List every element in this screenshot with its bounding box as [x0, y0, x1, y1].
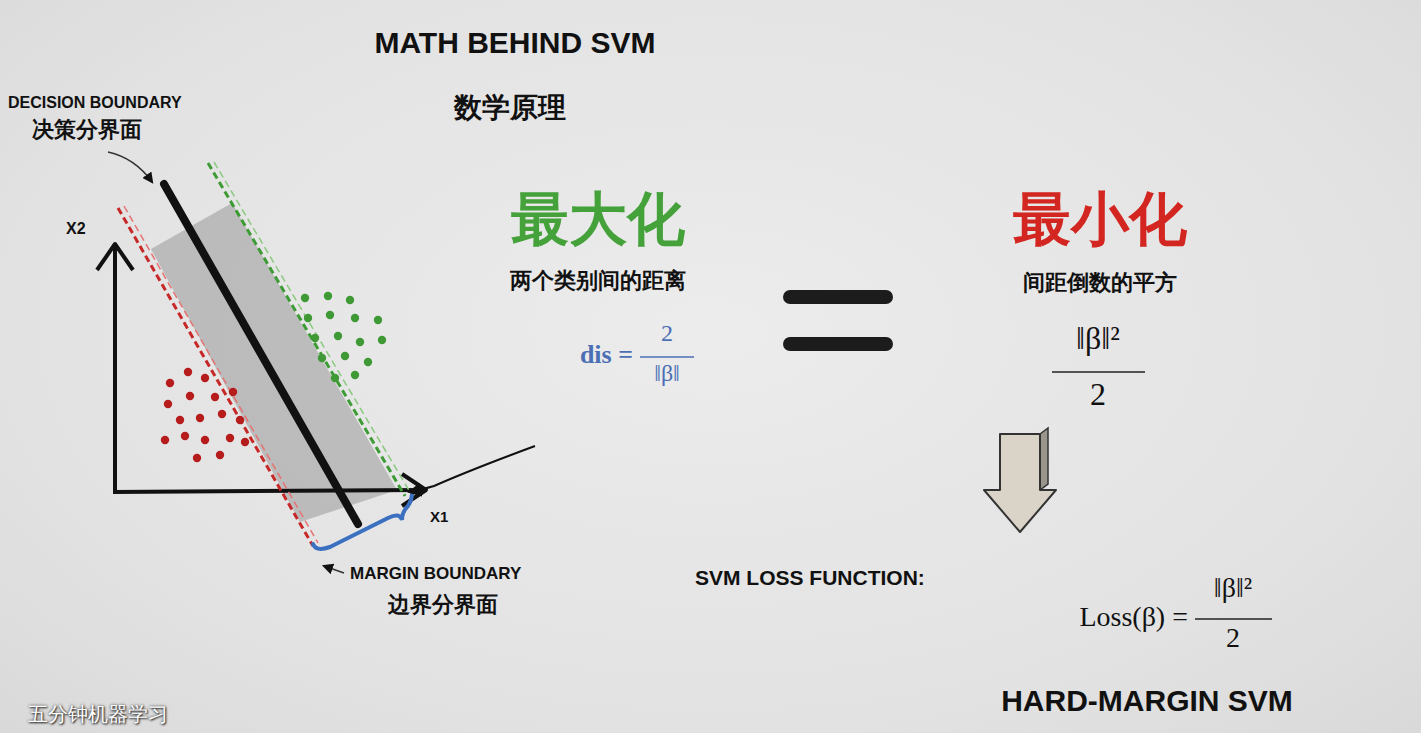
class-point-red [229, 388, 237, 396]
x2-axis [113, 246, 117, 492]
equals-sign [783, 337, 893, 351]
watermark: 五分钟机器学习 [28, 703, 168, 726]
margin-band [151, 203, 397, 522]
keyword-caption: 间距倒数的平方 [1023, 270, 1177, 295]
leader-line [108, 152, 152, 182]
class-point-green [346, 296, 354, 304]
class-point-red [196, 414, 204, 422]
class-point-red [184, 368, 192, 376]
keyword-caption: 两个类别间的距离 [510, 268, 686, 293]
class-point-green [304, 314, 312, 322]
class-point-green [326, 311, 334, 319]
class-point-red [176, 416, 184, 424]
class-point-green [311, 334, 319, 342]
down-arrow-side [1040, 428, 1048, 490]
section-label: HARD-MARGIN SVM [1001, 684, 1293, 719]
slide-title: MATH BEHIND SVM [374, 26, 655, 61]
callout-label: MARGIN BOUNDARY [350, 564, 521, 584]
margin-line-green [208, 163, 405, 496]
formula-denominator: 2 [1090, 376, 1106, 413]
margin-bracket [313, 494, 412, 549]
callout-label: DECISION BOUNDARY [8, 94, 182, 112]
formula-numerator: ‖β‖² [1214, 572, 1252, 604]
class-point-red [201, 436, 209, 444]
formula-text: dis = [580, 340, 633, 370]
class-point-red [218, 410, 226, 418]
class-point-red [236, 416, 244, 424]
class-point-red [193, 454, 201, 462]
class-point-red [161, 436, 169, 444]
class-point-red [216, 451, 224, 459]
class-point-red [181, 432, 189, 440]
section-label: SVM LOSS FUNCTION: [695, 566, 925, 590]
margin-line-red [118, 208, 313, 546]
data-points [161, 292, 386, 462]
class-point-green [334, 332, 342, 340]
callout-label: 决策分界面 [32, 117, 142, 142]
class-point-green [341, 352, 349, 360]
axis-label: X2 [66, 220, 86, 238]
fraction-bar [640, 356, 694, 358]
formula-numerator: ‖β‖² [1076, 320, 1120, 357]
formula-numerator: 2 [661, 320, 673, 348]
class-point-red [241, 438, 249, 446]
axis-label: X1 [430, 508, 448, 525]
class-point-green [324, 292, 332, 300]
leader-line [324, 566, 344, 573]
keyword: 最小化 [1013, 186, 1187, 253]
leader-line [410, 446, 535, 492]
formula-denominator: 2 [1226, 622, 1240, 654]
margin-line-red [124, 206, 318, 543]
callout-label: 边界分界面 [388, 592, 498, 617]
class-point-red [164, 400, 172, 408]
class-point-green [356, 338, 364, 346]
x1-axis [113, 490, 424, 492]
decision-boundary [164, 184, 358, 524]
x2-arrowhead [97, 244, 133, 270]
fraction-bar [1052, 371, 1145, 373]
class-point-red [186, 392, 194, 400]
class-point-red [201, 374, 209, 382]
class-point-green [374, 316, 382, 324]
class-point-green [378, 336, 386, 344]
formula-denominator: ‖β‖ [654, 360, 680, 388]
subtitle: 数学原理 [454, 92, 566, 124]
class-point-green [351, 371, 359, 379]
equals-sign [783, 290, 893, 304]
formula-text: Loss(β) = [1079, 601, 1188, 633]
class-point-red [166, 379, 174, 387]
class-point-red [226, 434, 234, 442]
class-point-red [211, 393, 219, 401]
class-point-green [351, 314, 359, 322]
fraction-bar [1195, 618, 1272, 620]
class-point-green [331, 374, 339, 382]
class-point-green [318, 354, 326, 362]
down-arrow [984, 434, 1056, 532]
keyword: 最大化 [511, 186, 685, 253]
class-point-green [364, 358, 372, 366]
class-point-green [301, 294, 309, 302]
